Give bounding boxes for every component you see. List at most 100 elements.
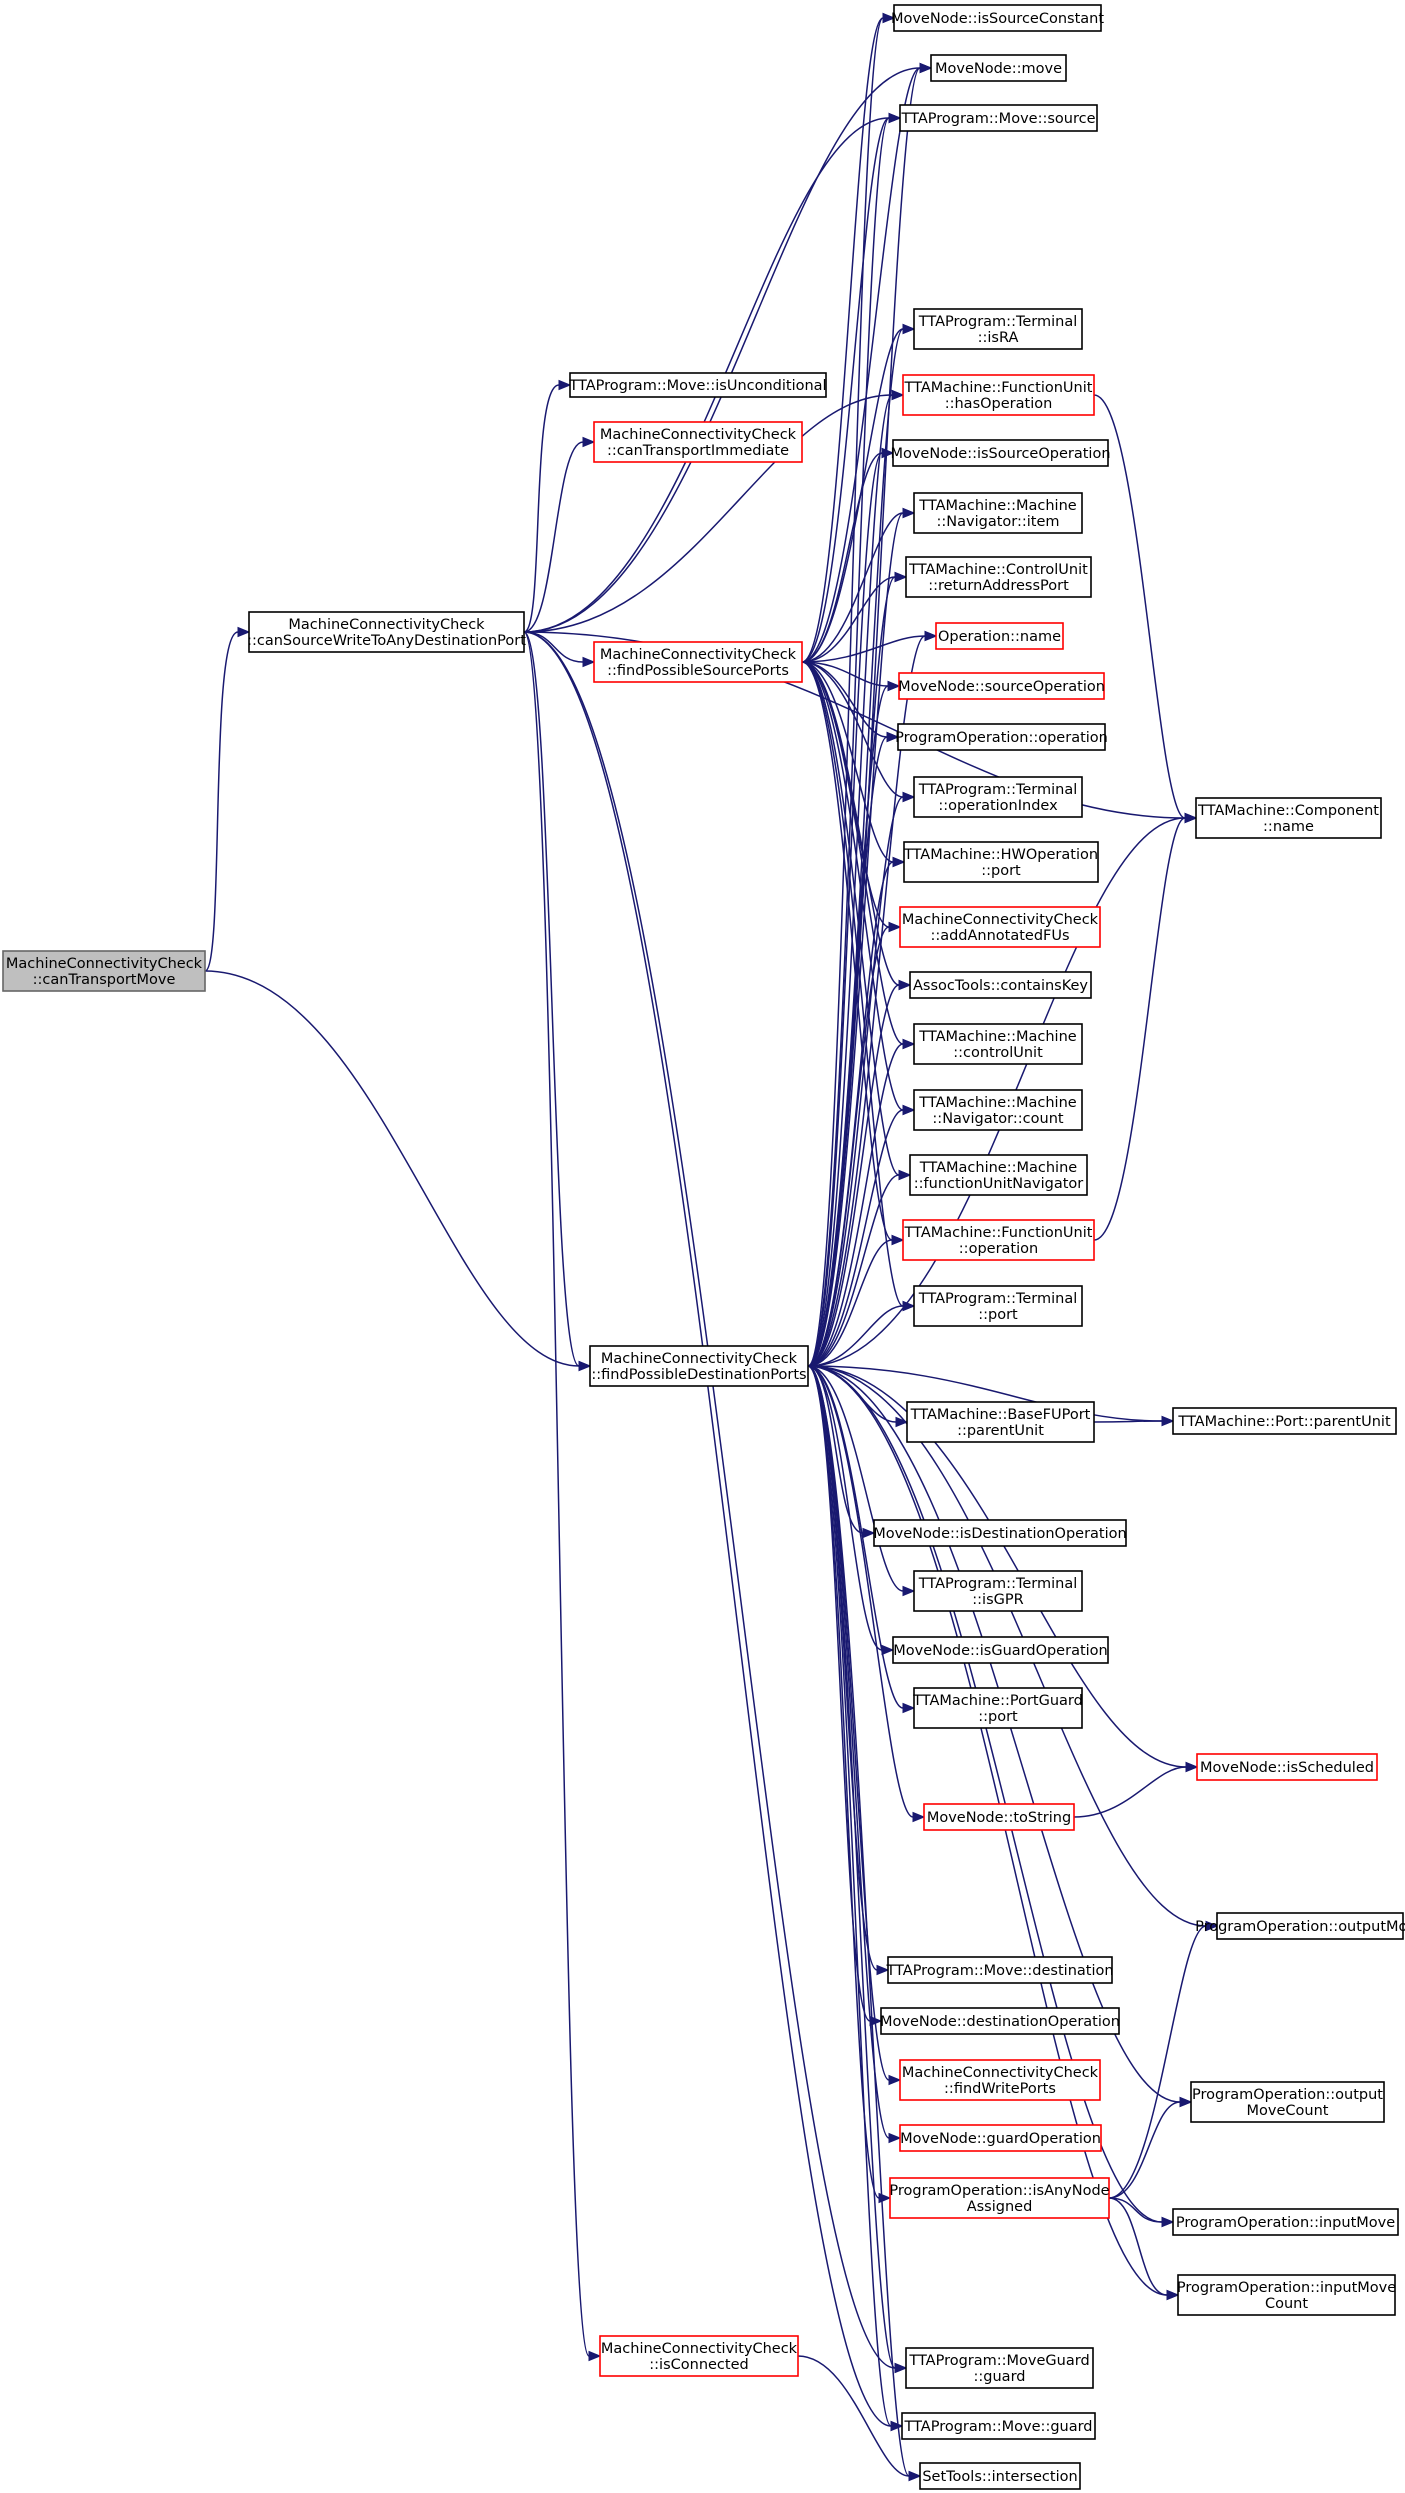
node-label-line: ::port	[978, 1709, 1018, 1725]
edge-line	[807, 117, 890, 1367]
edge-line	[523, 631, 896, 2369]
node-machineconnectivitycheck-findpossiblesourceports[interactable]: MachineConnectivityCheck::findPossibleSo…	[593, 641, 803, 683]
node-movenode-move[interactable]: MoveNode::move	[930, 54, 1067, 82]
node-movenode-isdestinationoperation[interactable]: MoveNode::isDestinationOperation	[873, 1519, 1127, 1547]
node-label-line: MoveNode::isScheduled	[1200, 1760, 1374, 1776]
node-label-line: ::port	[981, 863, 1021, 879]
node-movenode-tostring[interactable]: MoveNode::toString	[923, 1803, 1075, 1831]
arrowhead	[578, 1360, 592, 1372]
node-settools-intersection[interactable]: SetTools::intersection	[919, 2462, 1081, 2490]
arrowhead	[888, 2132, 902, 2144]
node-ttamachine-machine-navigator-count[interactable]: TTAMachine::Machine::Navigator::count	[913, 1089, 1083, 1131]
call-edge-machineconnectivitycheck-cansourcewritetoanydestinationport-to-machineconnectivitycheck-cantransportimmediate	[523, 436, 596, 633]
node-ttaprogram-move-guard[interactable]: TTAProgram::Move::guard	[901, 2412, 1096, 2440]
arrowhead	[902, 791, 916, 803]
node-box	[909, 1154, 1088, 1196]
node-ttamachine-machine-controlunit[interactable]: TTAMachine::Machine::controlUnit	[913, 1023, 1083, 1065]
node-ttaprogram-move-isunconditional[interactable]: TTAProgram::Move::isUnconditional	[568, 372, 827, 398]
node-ttamachine-controlunit-returnaddressport[interactable]: TTAMachine::ControlUnit::returnAddressPo…	[905, 556, 1092, 598]
arrowhead	[582, 656, 596, 668]
node-movenode-isguardoperation[interactable]: MoveNode::isGuardOperation	[892, 1636, 1109, 1664]
call-edge-machineconnectivitycheck-findpossibledestinationports-to-ttaprogram-moveguard-guard	[807, 1365, 908, 2374]
edge-line	[807, 394, 893, 1367]
node-ttamachine-machine-navigator-item[interactable]: TTAMachine::Machine::Navigator::item	[913, 492, 1083, 534]
node-box	[913, 1570, 1083, 1612]
node-ttamachine-portguard-port[interactable]: TTAMachine::PortGuard::port	[912, 1687, 1083, 1729]
call-edge-machineconnectivitycheck-findpossibledestinationports-to-movenode-tostring	[807, 1365, 926, 1823]
node-label-line: TTAProgram::Move::destination	[885, 1963, 1113, 1979]
arrowhead	[902, 507, 916, 519]
node-machineconnectivitycheck-findpossibledestinationports[interactable]: MachineConnectivityCheck::findPossibleDe…	[589, 1345, 809, 1387]
node-machineconnectivitycheck-findwriteports[interactable]: MachineConnectivityCheck::findWritePorts	[899, 2059, 1101, 2101]
node-label-line: TTAMachine::Port::parentUnit	[1177, 1414, 1391, 1430]
node-ttamachine-port-parentunit[interactable]: TTAMachine::Port::parentUnit	[1172, 1407, 1397, 1435]
node-box	[880, 2007, 1120, 2035]
node-ttamachine-basefuport-parentunit[interactable]: TTAMachine::BaseFUPort::parentUnit	[906, 1401, 1095, 1443]
node-movenode-sourceoperation[interactable]: MoveNode::sourceOperation	[898, 672, 1105, 700]
call-edge-programoperation-isanynodeassigned-to-programoperation-inputmove	[1108, 2197, 1175, 2228]
node-ttamachine-hwoperation-port[interactable]: TTAMachine::HWOperation::port	[903, 841, 1099, 883]
node-box	[893, 4, 1102, 32]
node-machineconnectivitycheck-isconnected[interactable]: MachineConnectivityCheck::isConnected	[599, 2335, 799, 2377]
node-assoctools-containskey[interactable]: AssocTools::containsKey	[909, 971, 1092, 999]
node-movenode-destinationoperation[interactable]: MoveNode::destinationOperation	[880, 2007, 1120, 2035]
arrowhead	[237, 626, 251, 638]
node-box	[930, 54, 1067, 82]
node-operation-name[interactable]: Operation::name	[935, 622, 1064, 650]
node-movenode-issourceoperation[interactable]: MoveNode::isSourceOperation	[890, 439, 1111, 467]
arrowhead	[902, 1104, 916, 1116]
call-edge-machineconnectivitycheck-cantransportmove-to-machineconnectivitycheck-findpossibledestinationports	[204, 970, 592, 1372]
call-edge-movenode-tostring-to-movenode-isscheduled	[1073, 1761, 1199, 1818]
node-machineconnectivitycheck-addannotatedfus[interactable]: MachineConnectivityCheck::addAnnotatedFU…	[899, 906, 1101, 948]
node-ttaprogram-terminal-port[interactable]: TTAProgram::Terminal::port	[913, 1285, 1083, 1327]
node-programoperation-outputmove[interactable]: ProgramOperation::outputMove	[1195, 1912, 1405, 1940]
node-label-line: ::isRA	[978, 330, 1019, 346]
call-edge-machineconnectivitycheck-findpossiblesourceports-to-ttamachine-controlunit-returnaddressport	[801, 571, 908, 663]
node-ttaprogram-moveguard-guard[interactable]: TTAProgram::MoveGuard::guard	[905, 2347, 1094, 2389]
edge-line	[807, 1109, 904, 1367]
call-edge-machineconnectivitycheck-findpossibledestinationports-to-programoperation-inputmovecount	[807, 1365, 1180, 2301]
node-ttamachine-machine-functionunitnavigator[interactable]: TTAMachine::Machine::functionUnitNavigat…	[909, 1154, 1088, 1196]
node-label-line: MachineConnectivityCheck	[902, 2065, 1099, 2081]
edge-line	[1108, 2197, 1168, 2296]
node-machineconnectivitycheck-cantransportmove[interactable]: MachineConnectivityCheck::canTransportMo…	[2, 950, 206, 992]
node-box	[903, 841, 1099, 883]
node-box	[887, 1956, 1113, 1984]
node-movenode-isscheduled[interactable]: MoveNode::isScheduled	[1196, 1753, 1378, 1781]
node-label-line: ::operationIndex	[938, 798, 1058, 814]
node-programoperation-inputmove[interactable]: ProgramOperation::inputMove	[1172, 2208, 1399, 2236]
node-ttaprogram-terminal-isgpr[interactable]: TTAProgram::Terminal::isGPR	[913, 1570, 1083, 1612]
edge-line	[807, 984, 900, 1367]
edge-line	[523, 394, 893, 633]
node-ttaprogram-terminal-isra[interactable]: TTAProgram::Terminal::isRA	[913, 308, 1083, 350]
node-box	[923, 1803, 1075, 1831]
node-ttaprogram-move-destination[interactable]: TTAProgram::Move::destination	[885, 1956, 1114, 1984]
arrowhead	[891, 389, 905, 401]
edge-line	[1073, 1766, 1187, 1818]
node-box	[1177, 2274, 1396, 2316]
edge-line	[807, 1365, 1163, 2223]
node-label-line: MachineConnectivityCheck	[6, 956, 203, 972]
node-label-line: MoveNode::isDestinationOperation	[873, 1526, 1126, 1542]
node-ttaprogram-move-source[interactable]: TTAProgram::Move::source	[899, 104, 1098, 132]
node-movenode-issourceconstant[interactable]: MoveNode::isSourceConstant	[891, 4, 1104, 32]
node-box	[905, 556, 1092, 598]
node-ttamachine-component-name[interactable]: TTAMachine::Component::name	[1195, 797, 1382, 839]
node-machineconnectivitycheck-cansourcewritetoanydestinationport[interactable]: MachineConnectivityCheck::canSourceWrite…	[247, 611, 526, 653]
node-programoperation-operation[interactable]: ProgramOperation::operation	[895, 723, 1108, 751]
node-machineconnectivitycheck-cantransportimmediate[interactable]: MachineConnectivityCheck::canTransportIm…	[593, 421, 803, 463]
node-label-line: ::name	[1263, 819, 1314, 835]
node-box	[899, 906, 1101, 948]
edge-line	[523, 631, 590, 2357]
node-ttaprogram-terminal-operationindex[interactable]: TTAProgram::Terminal::operationIndex	[913, 776, 1083, 818]
edge-line	[1108, 2101, 1181, 2199]
node-ttamachine-functionunit-hasoperation[interactable]: TTAMachine::FunctionUnit::hasOperation	[902, 374, 1095, 416]
arrowhead	[878, 2192, 892, 2204]
edge-line	[797, 2355, 910, 2477]
arrowhead	[892, 856, 906, 868]
node-movenode-guardoperation[interactable]: MoveNode::guardOperation	[899, 2124, 1102, 2152]
node-ttamachine-functionunit-operation[interactable]: TTAMachine::FunctionUnit::operation	[902, 1219, 1095, 1261]
